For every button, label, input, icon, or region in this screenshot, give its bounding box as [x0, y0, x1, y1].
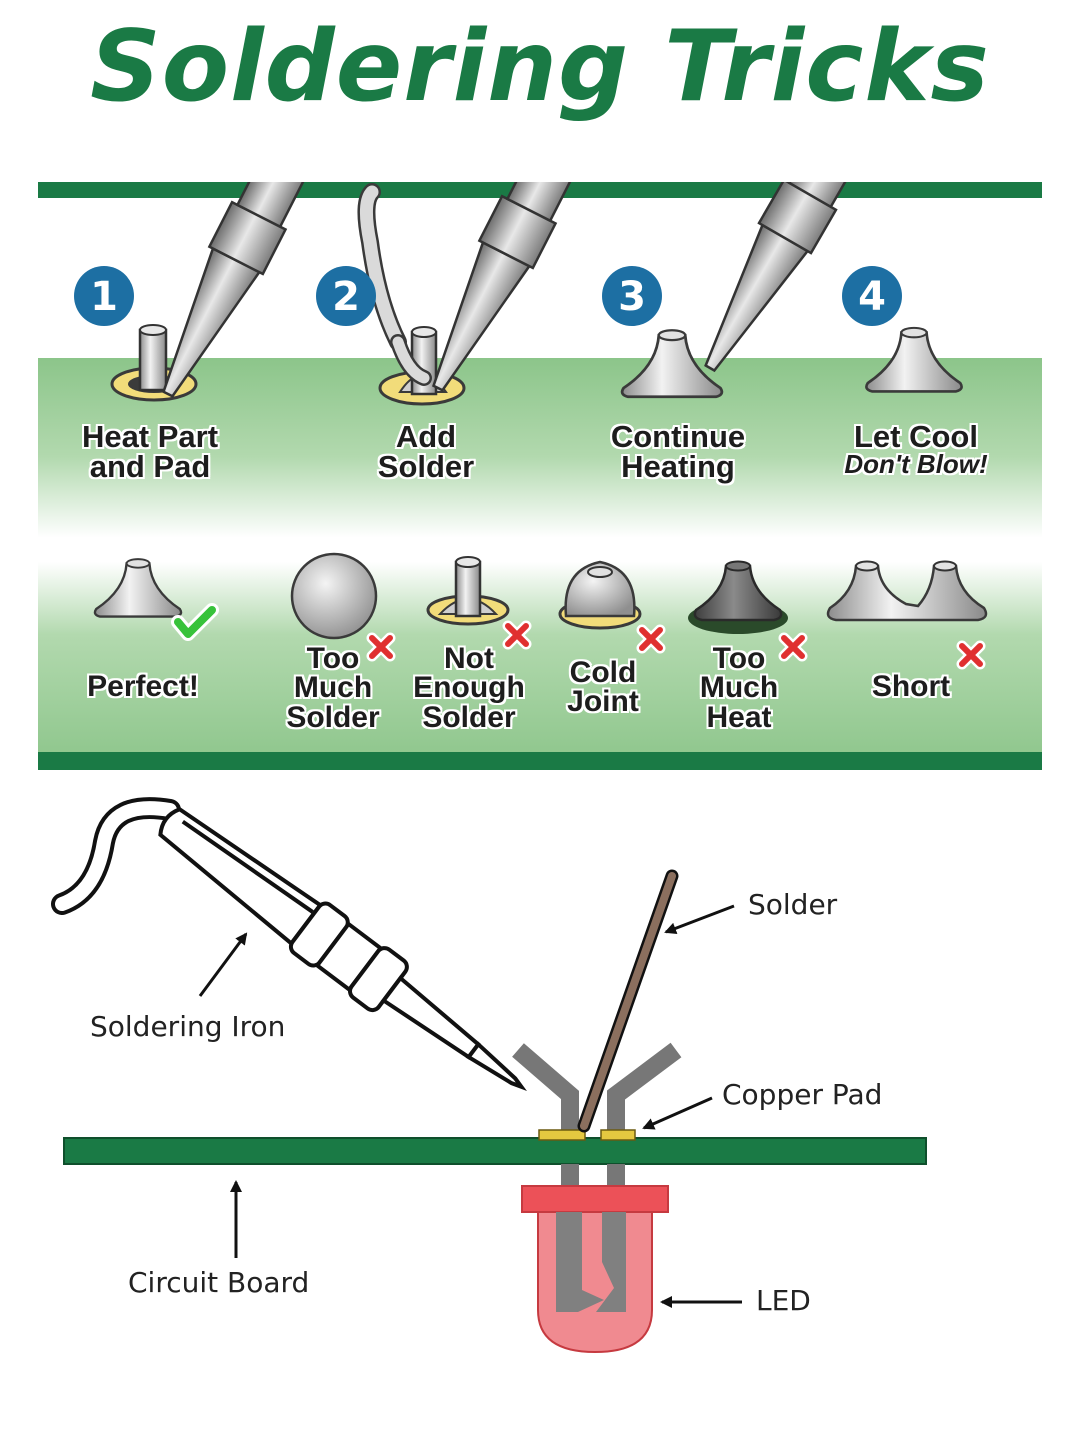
copper-pad-callout: Copper Pad: [722, 1078, 883, 1111]
soldering-iron: [158, 806, 527, 1091]
outcome-perfect-illustration: [93, 557, 219, 641]
outcome-short-illustration: [826, 560, 988, 622]
outcome-too-much-solder-illustration: [290, 552, 378, 640]
copper-pad-right: [600, 1129, 636, 1141]
step-2-badge: 2: [332, 274, 360, 320]
outcome-perfect-label: Perfect!: [87, 670, 199, 703]
copper-pad-left: [538, 1129, 586, 1141]
soldering-iron-arrow: [198, 932, 248, 997]
circuit-board: [63, 1137, 927, 1165]
copper-pad-arrow: [642, 1096, 713, 1130]
step-1-badge: 1: [90, 274, 118, 320]
steps-illustration: [38, 182, 1042, 770]
cross-marks: [366, 620, 986, 670]
outcome-cold-joint-illustration: [558, 560, 642, 630]
circuit-board-callout: Circuit Board: [128, 1266, 310, 1299]
solder-callout: Solder: [748, 888, 838, 921]
led-callout: LED: [756, 1284, 811, 1317]
iron-cord: [51, 797, 181, 915]
step-3-illustration: [620, 182, 863, 399]
led: [521, 1185, 669, 1354]
outcome-too-much-heat-illustration: [688, 560, 788, 634]
step-3-badge: 3: [618, 274, 646, 320]
outcome-short-label: Short: [871, 670, 951, 703]
page-title: Soldering Tricks: [90, 10, 990, 124]
led-legs: [512, 1042, 682, 1134]
outcome-not-enough-solder-illustration: [426, 556, 510, 626]
step-2-illustration: [357, 182, 580, 406]
step-1-illustration: [110, 182, 310, 402]
solder-wire: [577, 869, 679, 1133]
solder-arrow: [664, 904, 735, 935]
led-legs-below: [561, 1164, 625, 1188]
soldering-iron-callout: Soldering Iron: [90, 1010, 286, 1043]
step-badges: [74, 266, 902, 326]
step-4-badge: 4: [858, 274, 886, 320]
